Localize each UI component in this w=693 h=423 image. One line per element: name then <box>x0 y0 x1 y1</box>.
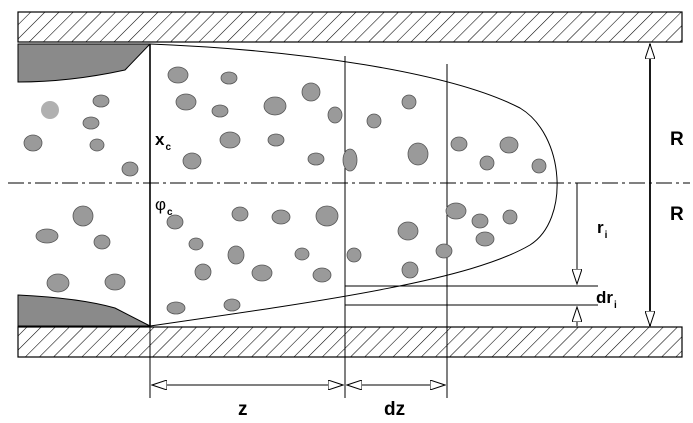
particle <box>445 202 467 220</box>
z-label: z <box>238 399 248 420</box>
particle <box>72 205 94 227</box>
particle <box>175 93 197 111</box>
dri-symbol: dr <box>596 288 613 307</box>
particle <box>301 82 321 102</box>
particle <box>407 142 429 166</box>
particle <box>93 234 111 250</box>
particle <box>531 158 547 174</box>
particle <box>346 247 362 263</box>
particle <box>231 206 249 222</box>
particle <box>89 138 105 152</box>
ri-subscript: i <box>604 230 608 241</box>
dri-label: dri <box>596 289 617 311</box>
particle <box>194 263 212 281</box>
upper-pipe-wall <box>17 11 683 43</box>
particle <box>263 96 287 116</box>
particle <box>166 214 184 230</box>
radius-label-lower: R <box>670 204 684 225</box>
particle <box>401 94 417 110</box>
dz-label: dz <box>384 399 406 420</box>
phic-subscript: c <box>167 207 173 218</box>
particle <box>104 273 126 291</box>
particle <box>397 221 419 241</box>
particle <box>307 152 325 166</box>
particle <box>327 106 343 124</box>
particle <box>435 243 453 259</box>
xc-label: xc <box>155 131 171 153</box>
particle <box>167 66 189 84</box>
radius-label-upper: R <box>670 129 684 150</box>
particle <box>82 116 100 130</box>
particles <box>23 66 547 315</box>
particle <box>211 104 229 118</box>
particle <box>267 133 285 147</box>
particle <box>182 152 202 170</box>
particle <box>479 155 495 171</box>
particle <box>366 113 382 129</box>
particle <box>46 273 70 293</box>
lower-deposit <box>17 294 151 327</box>
particle <box>312 267 332 283</box>
xc-symbol: x <box>155 130 165 149</box>
particle <box>475 231 495 247</box>
upper-deposit <box>17 43 152 83</box>
particle <box>401 261 419 279</box>
particle <box>219 131 241 149</box>
phic-label: φc <box>155 196 173 218</box>
particle <box>188 237 204 251</box>
particle <box>23 134 43 152</box>
particle <box>471 213 489 229</box>
particle <box>121 161 139 177</box>
particle <box>166 301 186 315</box>
xc-subscript: c <box>165 142 172 153</box>
particle <box>92 94 110 108</box>
dri-subscript: i <box>614 300 617 311</box>
phic-symbol: φ <box>155 195 167 214</box>
particle <box>220 71 238 85</box>
particle <box>41 101 59 119</box>
lower-pipe-wall <box>17 326 683 358</box>
particle <box>271 209 291 225</box>
particle <box>35 228 59 244</box>
ri-symbol: r <box>597 218 604 237</box>
particle <box>450 136 468 152</box>
velocity-profile-curve <box>149 43 558 327</box>
particle <box>499 136 519 154</box>
particle <box>294 247 310 261</box>
particle <box>315 205 339 227</box>
particle <box>223 298 241 312</box>
particle <box>227 245 245 265</box>
particle <box>251 264 273 282</box>
particle <box>342 148 358 172</box>
particle <box>502 209 518 225</box>
ri-label: ri <box>597 219 607 241</box>
